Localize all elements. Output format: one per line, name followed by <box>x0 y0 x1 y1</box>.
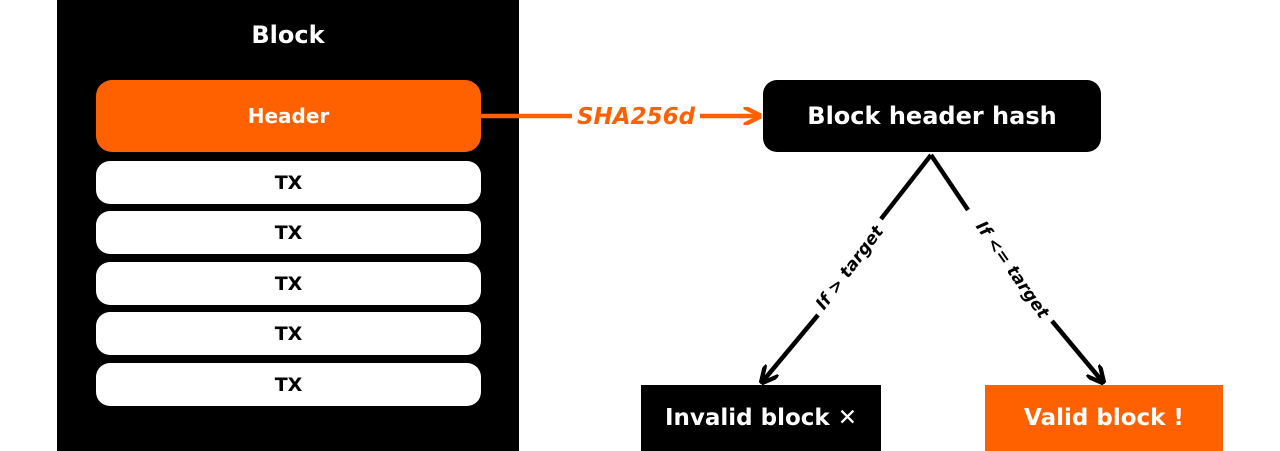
transaction-label: TX <box>274 221 303 244</box>
block-header-hash-box: Block header hash <box>763 80 1101 152</box>
invalid-branch-arrow <box>763 313 820 381</box>
invalid-block-label: Invalid block ✕ <box>664 405 858 431</box>
transaction-box: TX <box>96 211 481 254</box>
valid-branch-arrow <box>1050 319 1102 381</box>
transaction-box: TX <box>96 161 481 204</box>
sha256d-label: SHA256d <box>577 104 696 130</box>
transaction-box: TX <box>96 262 481 305</box>
valid-branch-line-upper <box>929 153 970 212</box>
transaction-label: TX <box>274 373 303 396</box>
transaction-box: TX <box>96 312 481 355</box>
valid-block-label: Valid block ! <box>1024 405 1184 431</box>
block-header-hash-label: Block header hash <box>807 102 1057 130</box>
transaction-label: TX <box>274 171 303 194</box>
block-title: Block <box>251 21 325 49</box>
block-header-label: Header <box>247 104 330 128</box>
transaction-box: TX <box>96 363 481 406</box>
greater-than-target-label: If > target <box>812 222 888 314</box>
block-header-box: Header <box>96 80 481 152</box>
less-or-equal-target-label: If <= target <box>971 218 1053 323</box>
transaction-label: TX <box>274 272 303 295</box>
transaction-label: TX <box>274 322 303 345</box>
invalid-branch-line-upper <box>879 153 933 221</box>
invalid-block-box: Invalid block ✕ <box>641 385 881 451</box>
valid-block-box: Valid block ! <box>985 385 1223 451</box>
